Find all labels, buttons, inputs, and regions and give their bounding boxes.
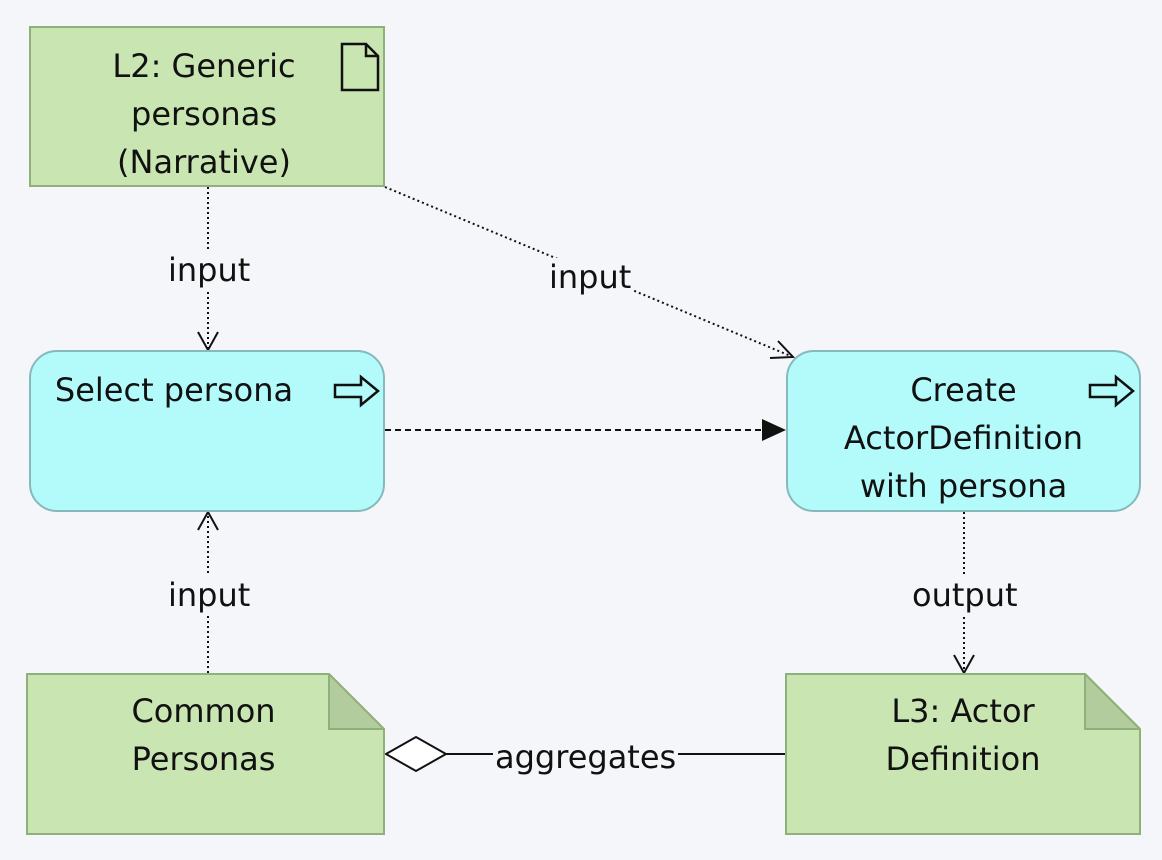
aggregation-diamond bbox=[383, 735, 449, 773]
process-arrow-icon bbox=[333, 374, 380, 408]
artifact-shape bbox=[785, 673, 1141, 835]
node-common-personas[interactable]: Common Personas bbox=[26, 673, 385, 835]
edge-label-generic-to-select: input bbox=[166, 251, 253, 289]
node-label: L2: Generic personas (Narrative) bbox=[112, 47, 296, 181]
arrowhead-open bbox=[769, 340, 796, 359]
node-label: Common Personas bbox=[131, 692, 276, 778]
edge-label-aggregates: aggregates bbox=[493, 738, 679, 776]
document-icon bbox=[340, 42, 380, 92]
edge-label-common-to-select: input bbox=[166, 576, 253, 614]
arrowhead-open bbox=[197, 509, 219, 531]
node-generic-personas[interactable]: L2: Generic personas (Narrative) bbox=[29, 26, 385, 187]
arrowhead-filled bbox=[762, 419, 786, 441]
node-label: Create ActorDefinition with persona bbox=[843, 371, 1084, 505]
artifact-shape bbox=[26, 673, 385, 835]
node-actor-definition[interactable]: L3: Actor Definition bbox=[785, 673, 1141, 835]
node-create-actor-definition[interactable]: Create ActorDefinition with persona bbox=[786, 350, 1141, 512]
process-arrow-icon bbox=[1088, 374, 1135, 408]
node-label: L3: Actor Definition bbox=[885, 692, 1041, 778]
node-select-persona[interactable]: Select persona bbox=[29, 350, 385, 512]
edge-label-generic-to-create: input bbox=[547, 258, 634, 296]
node-label: Select persona bbox=[54, 371, 294, 409]
edge-label-create-to-actor: output bbox=[910, 576, 1020, 614]
